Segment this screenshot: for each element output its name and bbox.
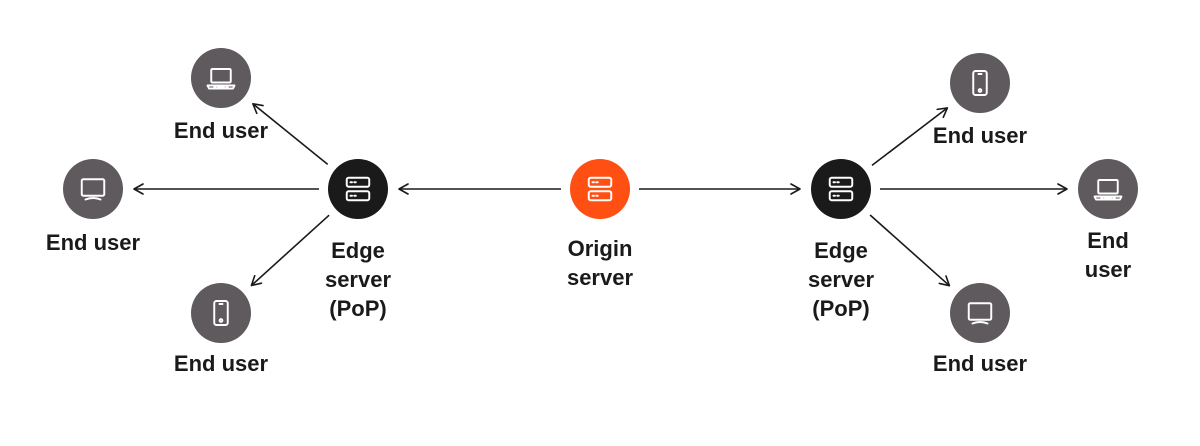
arrow-edge-left-to-user-l-top — [252, 103, 329, 166]
end-user-left-top-node — [191, 48, 251, 108]
origin-server-node — [570, 159, 630, 219]
end-user-right-top-node — [950, 53, 1010, 113]
laptop-icon — [1090, 171, 1126, 207]
end-user-left-bottom-label: End user — [173, 351, 269, 376]
phone-icon — [203, 295, 239, 331]
server-icon — [340, 171, 376, 207]
laptop-icon — [203, 60, 239, 96]
phone-icon — [962, 65, 998, 101]
end-user-left-top-label: End user — [173, 118, 269, 143]
server-icon — [823, 171, 859, 207]
end-user-left-middle-label: End user — [45, 230, 141, 255]
arrow-edge-right-to-user-r-top — [871, 107, 949, 167]
end-user-right-top-label: End user — [932, 123, 1028, 148]
end-user-right-bottom-label: End user — [932, 351, 1028, 376]
edge-server-right-label: Edge server (PoP) — [807, 238, 875, 321]
end-user-right-bottom-node — [950, 283, 1010, 343]
edge-server-left-label: Edge server (PoP) — [324, 238, 392, 321]
arrow-edge-left-to-user-l-bot — [250, 214, 330, 287]
monitor-icon — [75, 171, 111, 207]
end-user-right-middle-node — [1078, 159, 1138, 219]
end-user-left-middle-node — [63, 159, 123, 219]
arrow-edge-right-to-user-r-bot — [869, 214, 951, 287]
monitor-icon — [962, 295, 998, 331]
edge-server-right-node — [811, 159, 871, 219]
edge-server-left-node — [328, 159, 388, 219]
end-user-left-bottom-node — [191, 283, 251, 343]
server-icon — [582, 171, 618, 207]
origin-server-label: Origin server — [566, 236, 634, 290]
end-user-right-middle-label: End user — [1084, 228, 1132, 282]
